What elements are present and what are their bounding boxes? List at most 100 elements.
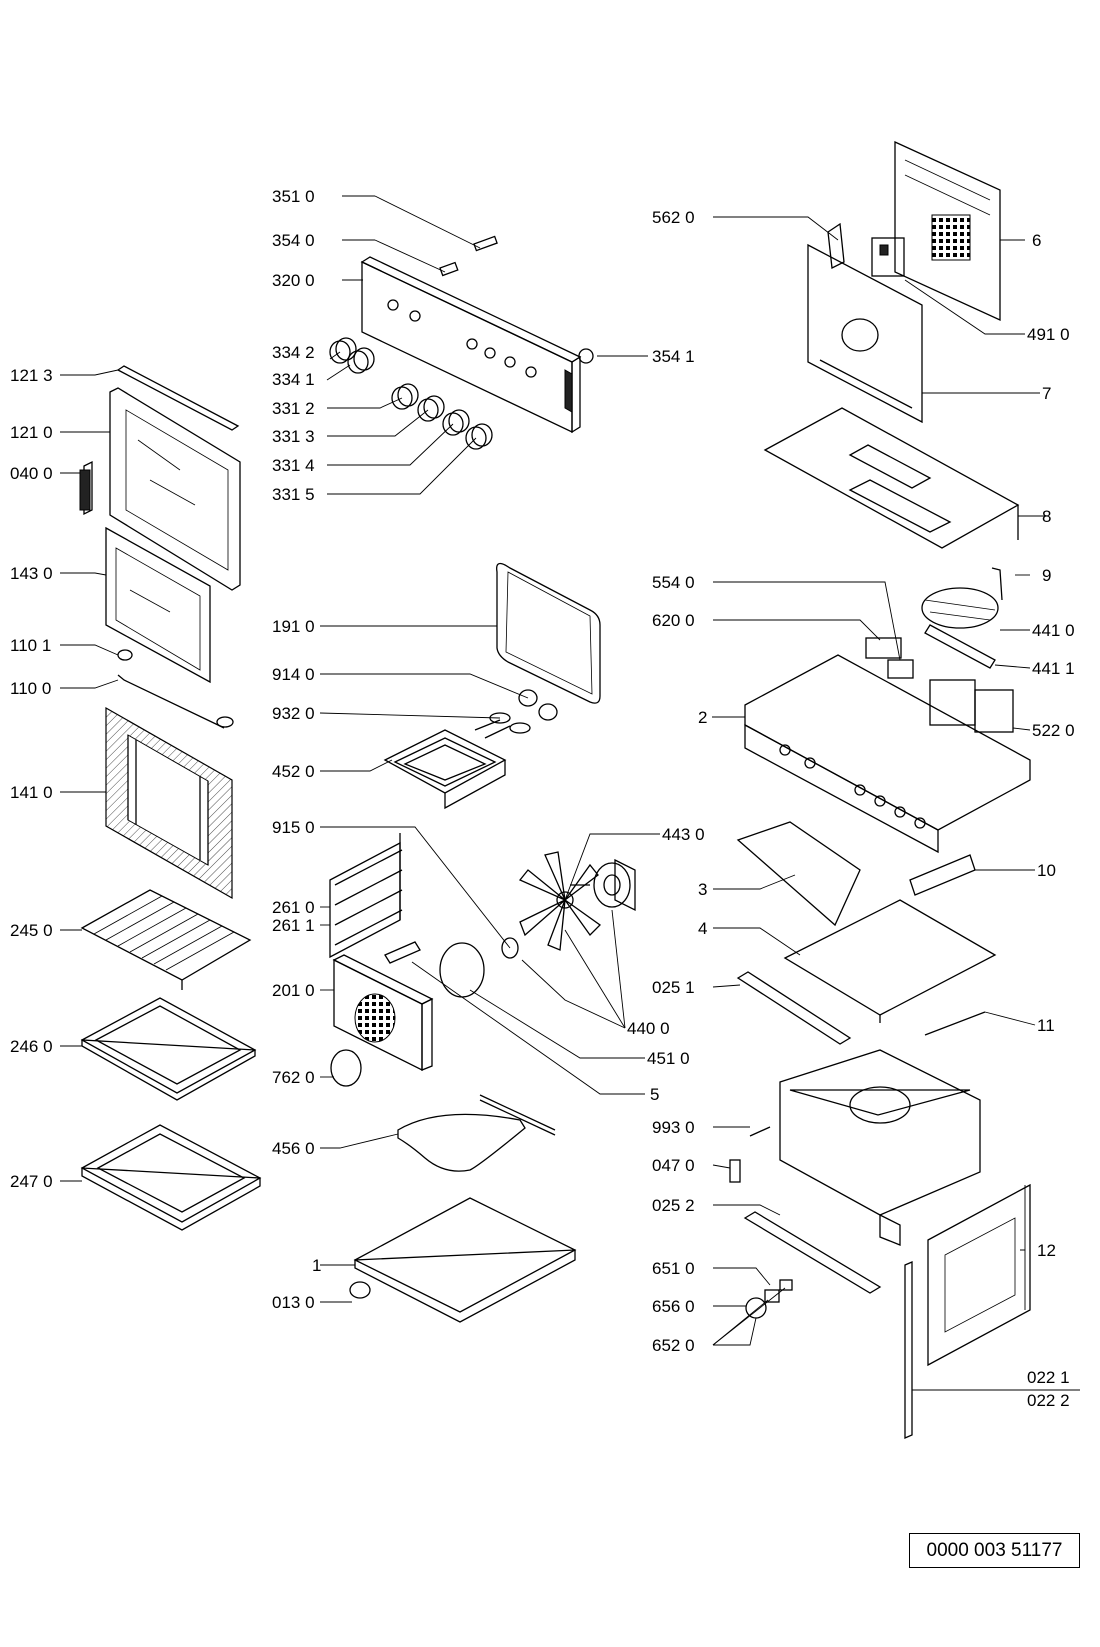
fan-duct-part [924, 624, 996, 669]
clip-part [991, 567, 1003, 601]
foot-part [349, 1281, 371, 1299]
callout-351-0: 351 0 [272, 187, 315, 206]
callout-932-0: 932 0 [272, 704, 315, 723]
callout-914-0: 914 0 [272, 665, 315, 684]
callout-261-1: 261 1 [272, 916, 315, 935]
callout-620-0: 620 0 [652, 611, 695, 630]
callout-456-0: 456 0 [272, 1139, 315, 1158]
baking-tray-part [80, 997, 257, 1101]
callout-451-0: 451 0 [647, 1049, 690, 1068]
rear-frame-part [807, 243, 923, 424]
knob-cap-part [578, 348, 594, 364]
shaft-part [439, 235, 498, 277]
callout-8: 8 [1042, 507, 1051, 526]
callout-022-2: 022 2 [1027, 1391, 1070, 1410]
callout-040-0: 040 0 [10, 464, 53, 483]
callout-11: 11 [1037, 1016, 1055, 1035]
callout-4: 4 [698, 919, 707, 938]
callout-labels: 351 0 354 0 320 0 334 2 334 1 354 1 331 … [10, 187, 1075, 1410]
grill-element-part [383, 719, 511, 810]
terminal-block-part [871, 237, 905, 277]
callout-261-0: 261 0 [272, 898, 315, 917]
callout-247-0: 247 0 [10, 1172, 53, 1191]
callout-440-0: 440 0 [627, 1019, 670, 1038]
callout-441-1: 441 1 [1032, 659, 1075, 678]
callout-554-0: 554 0 [652, 573, 695, 592]
callout-5: 5 [650, 1085, 659, 1104]
callout-047-0: 047 0 [652, 1156, 695, 1175]
callout-025-1: 025 1 [652, 978, 695, 997]
callout-013-0: 013 0 [272, 1293, 315, 1312]
callout-7: 7 [1042, 384, 1051, 403]
screw-part [749, 1126, 771, 1137]
callout-656-0: 656 0 [652, 1297, 695, 1316]
document-number-box: 0000 003 51177 [909, 1533, 1080, 1568]
bracket-part [827, 222, 845, 269]
control-housing-part [744, 654, 1031, 854]
callout-1: 1 [312, 1256, 321, 1275]
door-assembly-parts [79, 365, 241, 900]
switch-part [887, 659, 914, 679]
top-plate-part [763, 407, 1020, 549]
fan-nut-part [501, 937, 519, 959]
control-panel-part [360, 256, 582, 434]
selector-switches-part [929, 679, 1014, 733]
callout-3: 3 [698, 880, 707, 899]
callout-522-0: 522 0 [1032, 721, 1075, 740]
circular-element-part [439, 942, 485, 998]
callout-651-0: 651 0 [652, 1259, 695, 1278]
callout-10: 10 [1037, 861, 1056, 880]
callout-201-0: 201 0 [272, 981, 315, 1000]
strip-11-part [924, 1011, 986, 1036]
callout-121-0: 121 0 [10, 423, 53, 442]
callout-331-4: 331 4 [272, 456, 315, 475]
leader-lines [60, 195, 1080, 1391]
callout-320-0: 320 0 [272, 271, 315, 290]
callout-110-1: 110 1 [10, 636, 51, 655]
callout-331-5: 331 5 [272, 485, 315, 504]
callout-246-0: 246 0 [10, 1037, 53, 1056]
door-gasket-part [496, 562, 601, 704]
callout-915-0: 915 0 [272, 818, 315, 837]
callout-354-0: 354 0 [272, 231, 315, 250]
bottom-element-part [397, 1094, 556, 1172]
callout-110-0: 110 0 [10, 679, 51, 698]
callout-762-0: 762 0 [272, 1068, 315, 1087]
control-knobs [329, 337, 493, 450]
callout-2: 2 [698, 708, 707, 727]
callout-562-0: 562 0 [652, 208, 695, 227]
bracket-10-part [909, 854, 976, 896]
callout-12: 12 [1037, 1241, 1056, 1260]
fan-blade-part [518, 851, 602, 951]
relay-part [865, 637, 902, 659]
callout-491-0: 491 0 [1027, 325, 1070, 344]
callout-191-0: 191 0 [272, 617, 315, 636]
callout-331-3: 331 3 [272, 427, 315, 446]
callout-143-0: 143 0 [10, 564, 53, 583]
callout-993-0: 993 0 [652, 1118, 695, 1137]
rail-025-1-part [736, 971, 852, 1045]
callout-022-1: 022 1 [1027, 1368, 1070, 1387]
callout-443-0: 443 0 [662, 825, 705, 844]
side-rail-part [904, 1261, 913, 1439]
bottom-plate-part [353, 1197, 577, 1323]
fan-gasket-part [330, 1049, 362, 1087]
callout-9: 9 [1042, 566, 1051, 585]
callout-141-0: 141 0 [10, 783, 53, 802]
side-rack-part [329, 833, 403, 959]
rear-fan-cover-part [332, 941, 434, 1072]
callout-331-2: 331 2 [272, 399, 315, 418]
callout-025-2: 025 2 [652, 1196, 695, 1215]
callout-452-0: 452 0 [272, 762, 315, 781]
callout-334-2: 334 2 [272, 343, 315, 362]
fan-motor-part [570, 858, 636, 912]
front-frame-part [927, 1183, 1031, 1367]
deep-tray-part [80, 1124, 262, 1231]
back-panel-part [894, 140, 1001, 322]
cooling-fan-part [921, 587, 999, 629]
callout-245-0: 245 0 [10, 921, 53, 940]
plate-4-part [783, 899, 997, 1023]
oven-cavity-part [779, 1049, 981, 1246]
hinge-bracket-part [729, 1159, 741, 1183]
